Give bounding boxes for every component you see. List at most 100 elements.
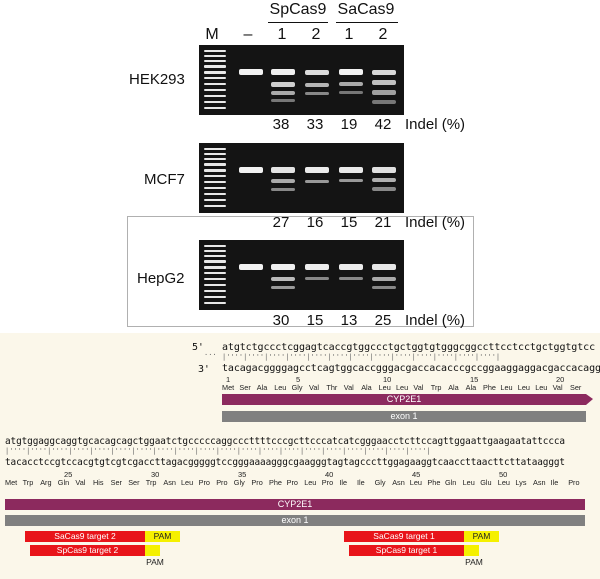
amino-acid: Leu <box>409 478 422 487</box>
spcas9-lane-1-header: 1 <box>277 26 287 43</box>
gel-image-hepg2 <box>199 240 404 310</box>
indel-value: 13 <box>340 312 358 329</box>
amino-acid: Met <box>5 478 18 487</box>
amino-acid: Pro <box>321 478 334 487</box>
indel-value: 27 <box>272 214 290 231</box>
indel-label: Indel (%) <box>405 116 466 133</box>
gel-image-hek293 <box>199 45 404 115</box>
residue-position: 15 <box>470 375 479 384</box>
amino-acid: Leu <box>535 383 548 392</box>
amino-acid: Ile <box>357 478 365 487</box>
exon-bar: exon 1 <box>222 411 586 422</box>
amino-acid: Ala <box>361 383 372 392</box>
spcas9-target-1-bar: SpCas9 target 1 <box>349 545 464 556</box>
pam-box: PAM <box>145 531 180 542</box>
amino-acid: Ser <box>110 478 122 487</box>
amino-acid: Ile <box>550 478 559 487</box>
indel-value: 33 <box>306 116 324 133</box>
residue-position: 5 <box>296 375 301 384</box>
pam-label: PAM <box>465 557 483 567</box>
amino-acid: Ser <box>239 383 251 392</box>
amino-acid: Met <box>222 383 235 392</box>
amino-acid: Leu <box>462 478 475 487</box>
indel-value: 15 <box>340 214 358 231</box>
hepg2-bracket-bottom <box>127 326 473 327</box>
indel-value: 38 <box>272 116 290 133</box>
amino-acid: Val <box>552 383 563 392</box>
amino-acid: Gly <box>233 478 245 487</box>
five-prime-end-label: 5' <box>192 342 204 353</box>
sequence-map-panel: 5' 3' ··· atgtctgccctcggagtcaccgtggccctg… <box>0 333 600 579</box>
indel-label: Indel (%) <box>405 312 466 329</box>
amino-acid: Trp <box>22 478 34 487</box>
amino-acid: Trp <box>145 478 157 487</box>
sacas9-target-2-bar: SaCas9 target 2 <box>25 531 145 542</box>
ladder-header: M <box>205 26 219 43</box>
amino-acid: Gln <box>57 478 70 487</box>
tick-ruler: |''''|''''|''''|''''|''''|''''|''''|''''… <box>5 447 431 455</box>
amino-acid: Asn <box>392 478 405 487</box>
amino-acid: Leu <box>378 383 391 392</box>
amino-acid: Ala <box>256 383 268 392</box>
amino-acid: Thr <box>326 383 338 392</box>
pam-box-small <box>145 545 160 556</box>
amino-acid: Lys <box>515 478 527 487</box>
amino-acid: Val <box>413 383 424 392</box>
residue-position: 45 <box>412 470 421 479</box>
top-strand-row2: atgtggaggcaggtgcacagcagctggaatctgcccccag… <box>5 436 565 447</box>
gel-image-mcf7 <box>199 143 404 213</box>
amino-acid: Leu <box>517 383 530 392</box>
indel-value: 19 <box>340 116 358 133</box>
amino-acid: Leu <box>497 478 510 487</box>
amino-acid: Trp <box>430 383 442 392</box>
bottom-strand-row2: tacacctccgtccacgtgtcgtcgaccttagacgggggtc… <box>5 457 565 468</box>
sacas9-lane-2-header: 2 <box>378 26 388 43</box>
exon-bar: exon 1 <box>5 515 585 526</box>
amino-acid: Asn <box>163 478 176 487</box>
residue-position: 10 <box>383 375 392 384</box>
indel-value: 42 <box>374 116 392 133</box>
amino-acid: Ser <box>570 383 582 392</box>
amino-acid: Phe <box>269 478 282 487</box>
sacas9-bracket-line <box>336 22 398 23</box>
bottom-strand-row1: tacagacggggagcctcagtggcaccgggacgaccacacc… <box>222 363 600 374</box>
gene-bar-cyp2e1: CYP2E1 <box>5 499 585 510</box>
spcas9-target-2-bar: SpCas9 target 2 <box>30 545 145 556</box>
amino-acid: Leu <box>396 383 409 392</box>
sacas9-target-1-bar: SaCas9 target 1 <box>344 531 464 542</box>
residue-position: 20 <box>556 375 565 384</box>
amino-acid: Arg <box>40 478 52 487</box>
amino-acid: Pro <box>286 478 298 487</box>
residue-position: 50 <box>499 470 508 479</box>
indel-value: 21 <box>374 214 392 231</box>
amino-acid: Val <box>343 383 354 392</box>
indel-value: 15 <box>306 312 324 329</box>
amino-acid: Val <box>309 383 320 392</box>
amino-acid: Ala <box>448 383 459 392</box>
amino-acid: Pro <box>568 478 580 487</box>
pam-box-small <box>464 545 479 556</box>
amino-acid: Pro <box>198 478 210 487</box>
cell-line-label-hepg2: HepG2 <box>137 270 185 287</box>
spcas9-lane-2-header: 2 <box>311 26 321 43</box>
gene-bar-cyp2e1: CYP2E1 <box>222 394 586 405</box>
indel-label: Indel (%) <box>405 214 466 231</box>
amino-acid: His <box>93 478 104 487</box>
residue-position: 30 <box>151 470 160 479</box>
cell-line-label-mcf7: MCF7 <box>144 171 185 188</box>
spcas9-header: SpCas9 <box>269 1 327 18</box>
amino-acid: Leu <box>304 478 317 487</box>
amino-acid: Ile <box>339 478 348 487</box>
hepg2-bracket <box>127 216 474 327</box>
amino-acid: Glu <box>480 478 492 487</box>
top-strand-row1: atgtctgccctcggagtcaccgtggccctgctggtgtggg… <box>222 342 595 353</box>
amino-acid: Ala <box>465 383 477 392</box>
amino-acid: Phe <box>427 478 441 487</box>
cell-line-label-hek293: HEK293 <box>129 71 185 88</box>
amino-acid: Ser <box>128 478 140 487</box>
amino-acid: Pro <box>251 478 263 487</box>
sacas9-lane-1-header: 1 <box>344 26 354 43</box>
amino-acid: Leu <box>500 383 513 392</box>
amino-acid: Gly <box>291 383 303 392</box>
amino-acid: Leu <box>181 478 194 487</box>
